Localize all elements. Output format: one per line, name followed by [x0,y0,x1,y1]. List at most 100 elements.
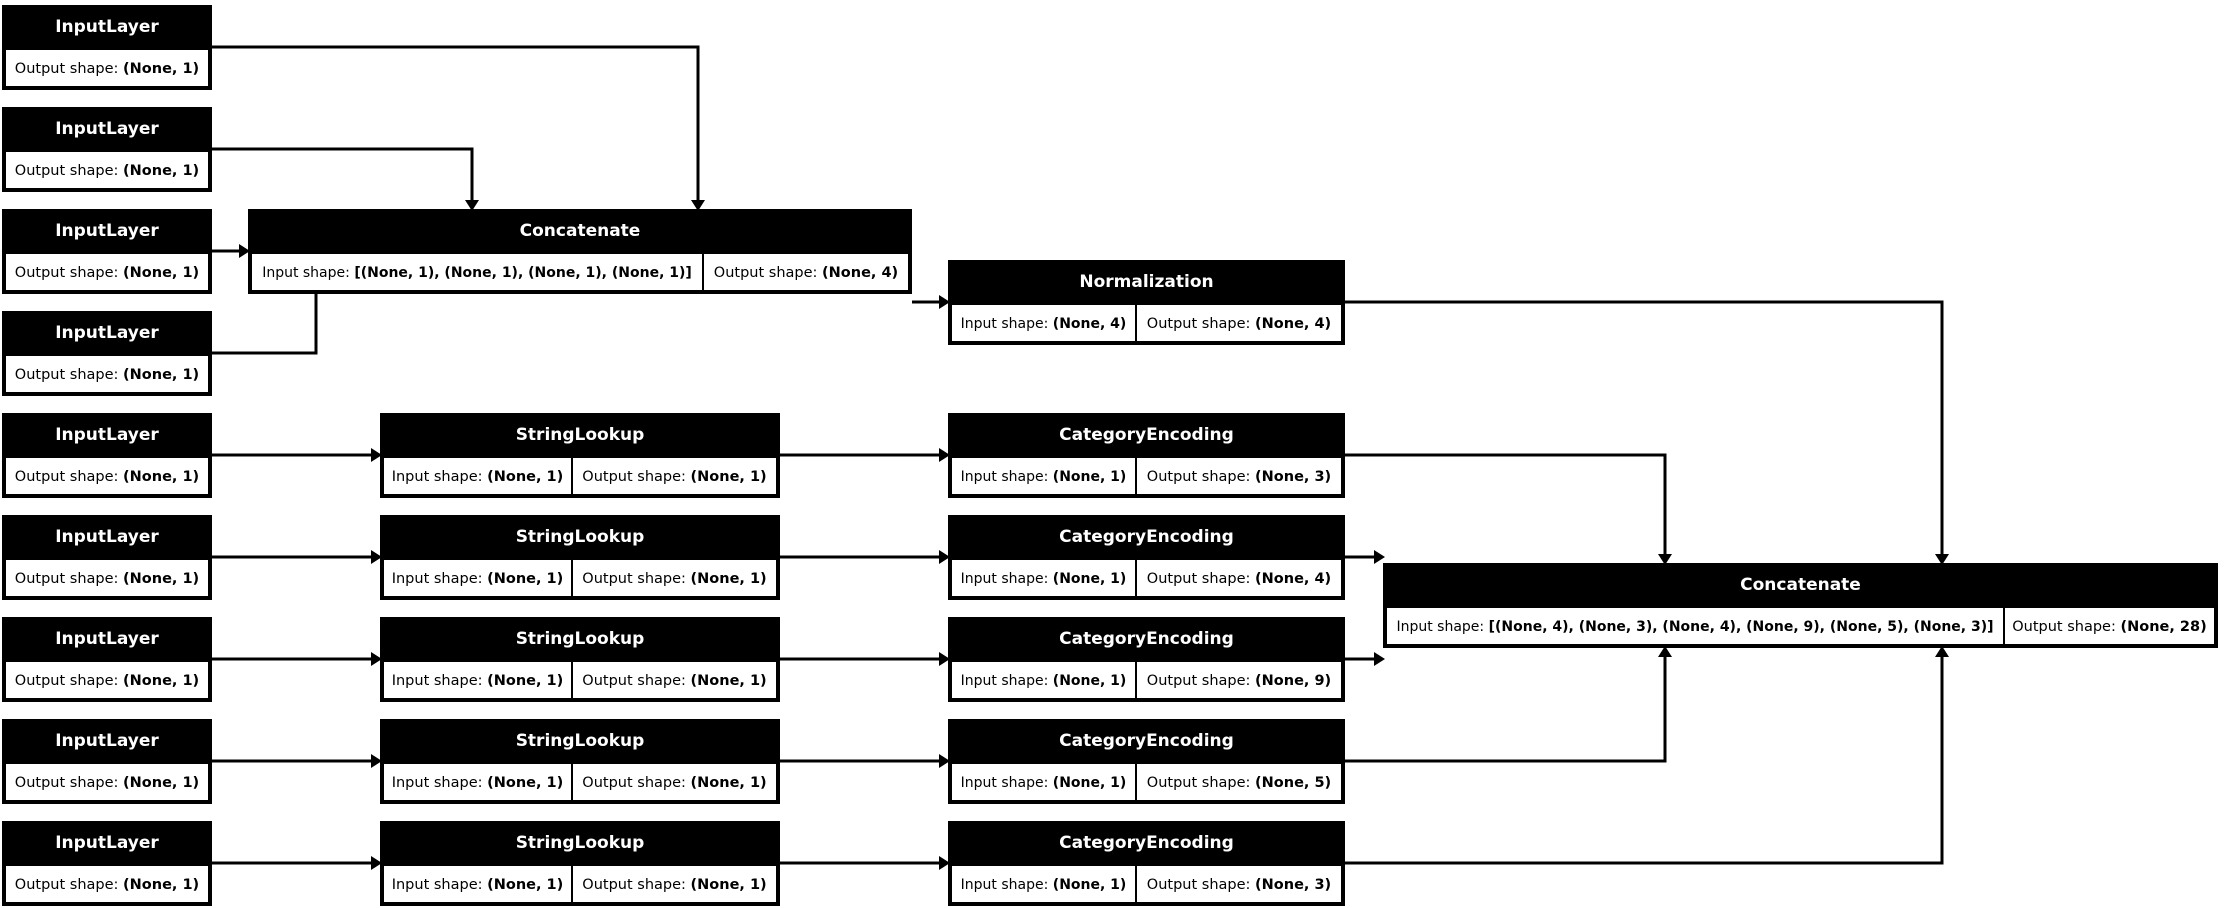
shape-text: Input shape: [(None, 4), (None, 3), (Non… [1396,619,1993,635]
node-type-label: InputLayer [55,629,159,649]
node-border [948,413,1345,498]
shape-text: Output shape: (None, 1) [15,163,199,179]
node-shape-cell: Input shape: (None, 1) [950,762,1137,802]
node-shape-cell: Output shape: (None, 1) [571,456,778,496]
edge [1345,652,1385,666]
node-type-label: CategoryEncoding [1059,731,1234,751]
node-shape-cell: Output shape: (None, 1) [4,660,210,700]
shape-text: Output shape: (None, 3) [1147,469,1331,485]
node-type-label: InputLayer [55,731,159,751]
edge-arrowhead [1658,646,1672,657]
shape-text: Input shape: (None, 1) [961,673,1127,689]
shape-text: Output shape: (None, 1) [582,877,766,893]
node-shape-cell: Output shape: (None, 1) [4,864,210,904]
node-type-label: InputLayer [55,119,159,139]
edge-arrowhead [239,244,250,258]
node-shape-cell: Input shape: (None, 1) [382,660,573,700]
shape-text: Output shape: (None, 1) [15,61,199,77]
edge [1345,300,1949,565]
shape-text: Input shape: (None, 1) [392,469,564,485]
node-type-label: Normalization [1079,272,1213,292]
node-shape-cell: Output shape: (None, 1) [571,660,778,700]
node-shape-cell: Input shape: (None, 1) [382,864,573,904]
node-shape-cell: Output shape: (None, 1) [4,558,210,598]
edge-arrowhead [1935,554,1949,565]
shape-text: Output shape: (None, 4) [1147,571,1331,587]
edge [212,754,382,768]
node-type-label: CategoryEncoding [1059,833,1234,853]
node-type-label: StringLookup [516,731,645,751]
node-type-label: InputLayer [55,425,159,445]
edge [1345,646,1672,763]
edge [912,295,950,309]
node-type-label: StringLookup [516,425,645,445]
node-shape-cell: Output shape: (None, 1) [4,150,210,190]
shape-text: Output shape: (None, 4) [1147,316,1331,332]
node-border [2,515,212,600]
node-border [380,617,780,702]
node-shape-cell: Input shape: (None, 1) [950,660,1137,700]
node-type-label: StringLookup [516,833,645,853]
node-shape-cell: Input shape: (None, 1) [382,456,573,496]
node-border [2,821,212,906]
node-border [2,617,212,702]
shape-text: Output shape: (None, 1) [15,775,199,791]
node-border [948,719,1345,804]
shape-text: Input shape: (None, 1) [961,775,1127,791]
edge-arrowhead [939,448,950,462]
node-border [1383,563,2218,648]
edge-arrowhead [1658,554,1672,565]
edge-arrowhead [371,448,382,462]
node-shape-cell: Output shape: (None, 1) [4,762,210,802]
node-type-label: CategoryEncoding [1059,527,1234,547]
edge-arrowhead [1374,550,1385,564]
edge [212,244,250,258]
edge [1345,453,1672,565]
shape-text: Input shape: (None, 1) [392,571,564,587]
edges-layer [212,45,1949,870]
node-border [380,719,780,804]
shape-text: Input shape: (None, 1) [961,469,1127,485]
shape-text: Output shape: (None, 1) [15,367,199,383]
node-shape-cell: Output shape: (None, 3) [1135,456,1343,496]
node-border [2,209,212,294]
shape-text: Input shape: (None, 4) [961,316,1127,332]
node-shape-cell: Output shape: (None, 3) [1135,864,1343,904]
node-border [2,107,212,192]
node-type-label: InputLayer [55,221,159,241]
shape-text: Input shape: (None, 1) [392,673,564,689]
node-type-label: StringLookup [516,629,645,649]
shape-text: Output shape: (None, 1) [15,469,199,485]
node-shape-cell: Input shape: [(None, 1), (None, 1), (Non… [250,252,704,292]
edge-arrowhead [939,754,950,768]
shape-text: Output shape: (None, 1) [582,673,766,689]
edge [780,856,950,870]
node-border [948,515,1345,600]
edge [212,550,382,564]
node-type-label: InputLayer [55,323,159,343]
